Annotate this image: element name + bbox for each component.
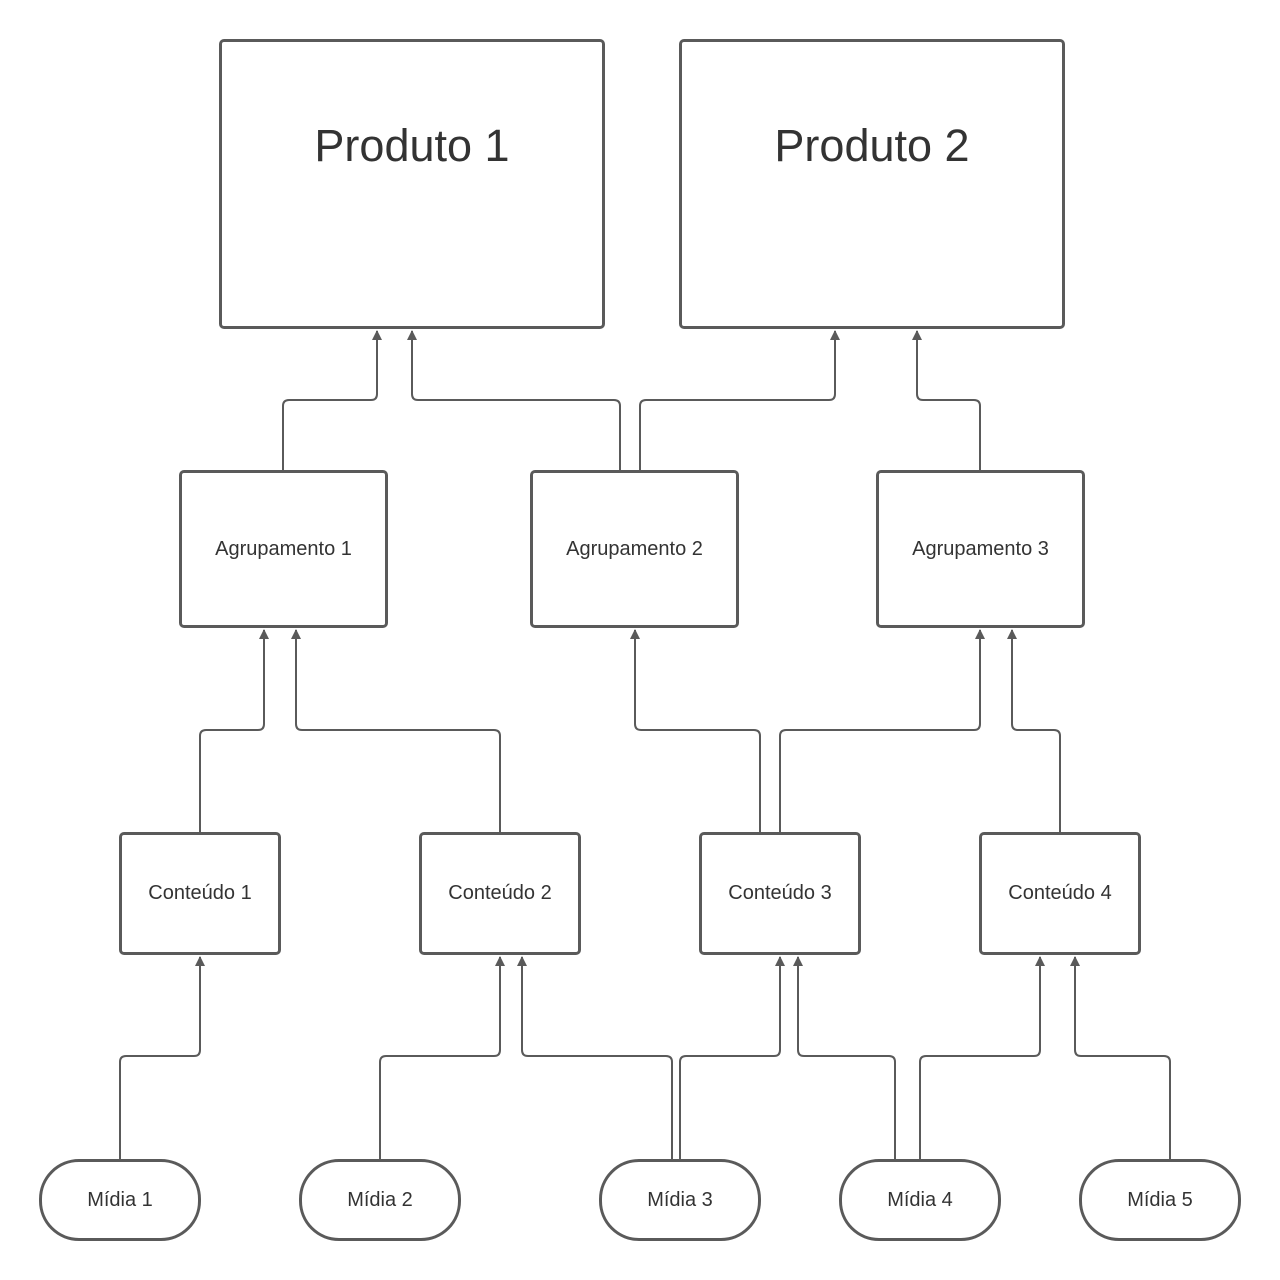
edge-conteudo3-agrupamento3	[779, 629, 985, 832]
node-conteudo-1[interactable]: Conteúdo 1	[119, 832, 281, 955]
node-midia-2[interactable]: Mídia 2	[299, 1159, 461, 1241]
edge-conteudo1-agrupamento1	[199, 629, 269, 832]
node-midia-4[interactable]: Mídia 4	[839, 1159, 1001, 1241]
edge-midia2-conteudo2	[379, 956, 505, 1160]
edge-midia3-conteudo3	[679, 956, 785, 1160]
node-agrupamento-2[interactable]: Agrupamento 2	[530, 470, 739, 628]
edge-midia1-conteudo1	[119, 956, 205, 1160]
node-midia-5[interactable]: Mídia 5	[1079, 1159, 1241, 1241]
edge-conteudo2-agrupamento1	[291, 629, 501, 832]
node-label: Mídia 5	[1127, 1188, 1193, 1211]
edge-midia4-conteudo3	[793, 956, 896, 1160]
node-label: Mídia 3	[647, 1188, 713, 1211]
node-label: Produto 1	[314, 120, 510, 171]
edge-midia5-conteudo4	[1070, 956, 1171, 1160]
node-label: Mídia 1	[87, 1188, 153, 1211]
edge-midia3-conteudo2	[517, 956, 673, 1160]
edge-agrupamento2-produto2	[639, 330, 840, 470]
node-midia-1[interactable]: Mídia 1	[39, 1159, 201, 1241]
node-agrupamento-3[interactable]: Agrupamento 3	[876, 470, 1085, 628]
edge-midia4-conteudo4	[919, 956, 1045, 1160]
node-label: Produto 2	[774, 120, 970, 171]
edge-conteudo4-agrupamento3	[1007, 629, 1061, 832]
node-conteudo-3[interactable]: Conteúdo 3	[699, 832, 861, 955]
edge-agrupamento3-produto2	[912, 330, 981, 470]
edge-agrupamento1-produto1	[282, 330, 382, 470]
node-label: Agrupamento 3	[912, 537, 1049, 560]
node-label: Conteúdo 3	[728, 882, 832, 904]
edge-agrupamento2-produto1	[407, 330, 621, 470]
node-label: Mídia 4	[887, 1188, 953, 1211]
node-label: Conteúdo 1	[148, 882, 252, 904]
node-label: Agrupamento 2	[566, 537, 703, 560]
node-label: Conteúdo 4	[1008, 882, 1112, 904]
node-midia-3[interactable]: Mídia 3	[599, 1159, 761, 1241]
node-label: Mídia 2	[347, 1188, 413, 1211]
node-label: Conteúdo 2	[448, 882, 552, 904]
node-produto-1[interactable]: Produto 1	[219, 39, 605, 329]
node-produto-2[interactable]: Produto 2	[679, 39, 1065, 329]
node-conteudo-2[interactable]: Conteúdo 2	[419, 832, 581, 955]
node-agrupamento-1[interactable]: Agrupamento 1	[179, 470, 388, 628]
edge-conteudo3-agrupamento2	[630, 629, 761, 832]
node-label: Agrupamento 1	[215, 537, 352, 560]
node-conteudo-4[interactable]: Conteúdo 4	[979, 832, 1141, 955]
